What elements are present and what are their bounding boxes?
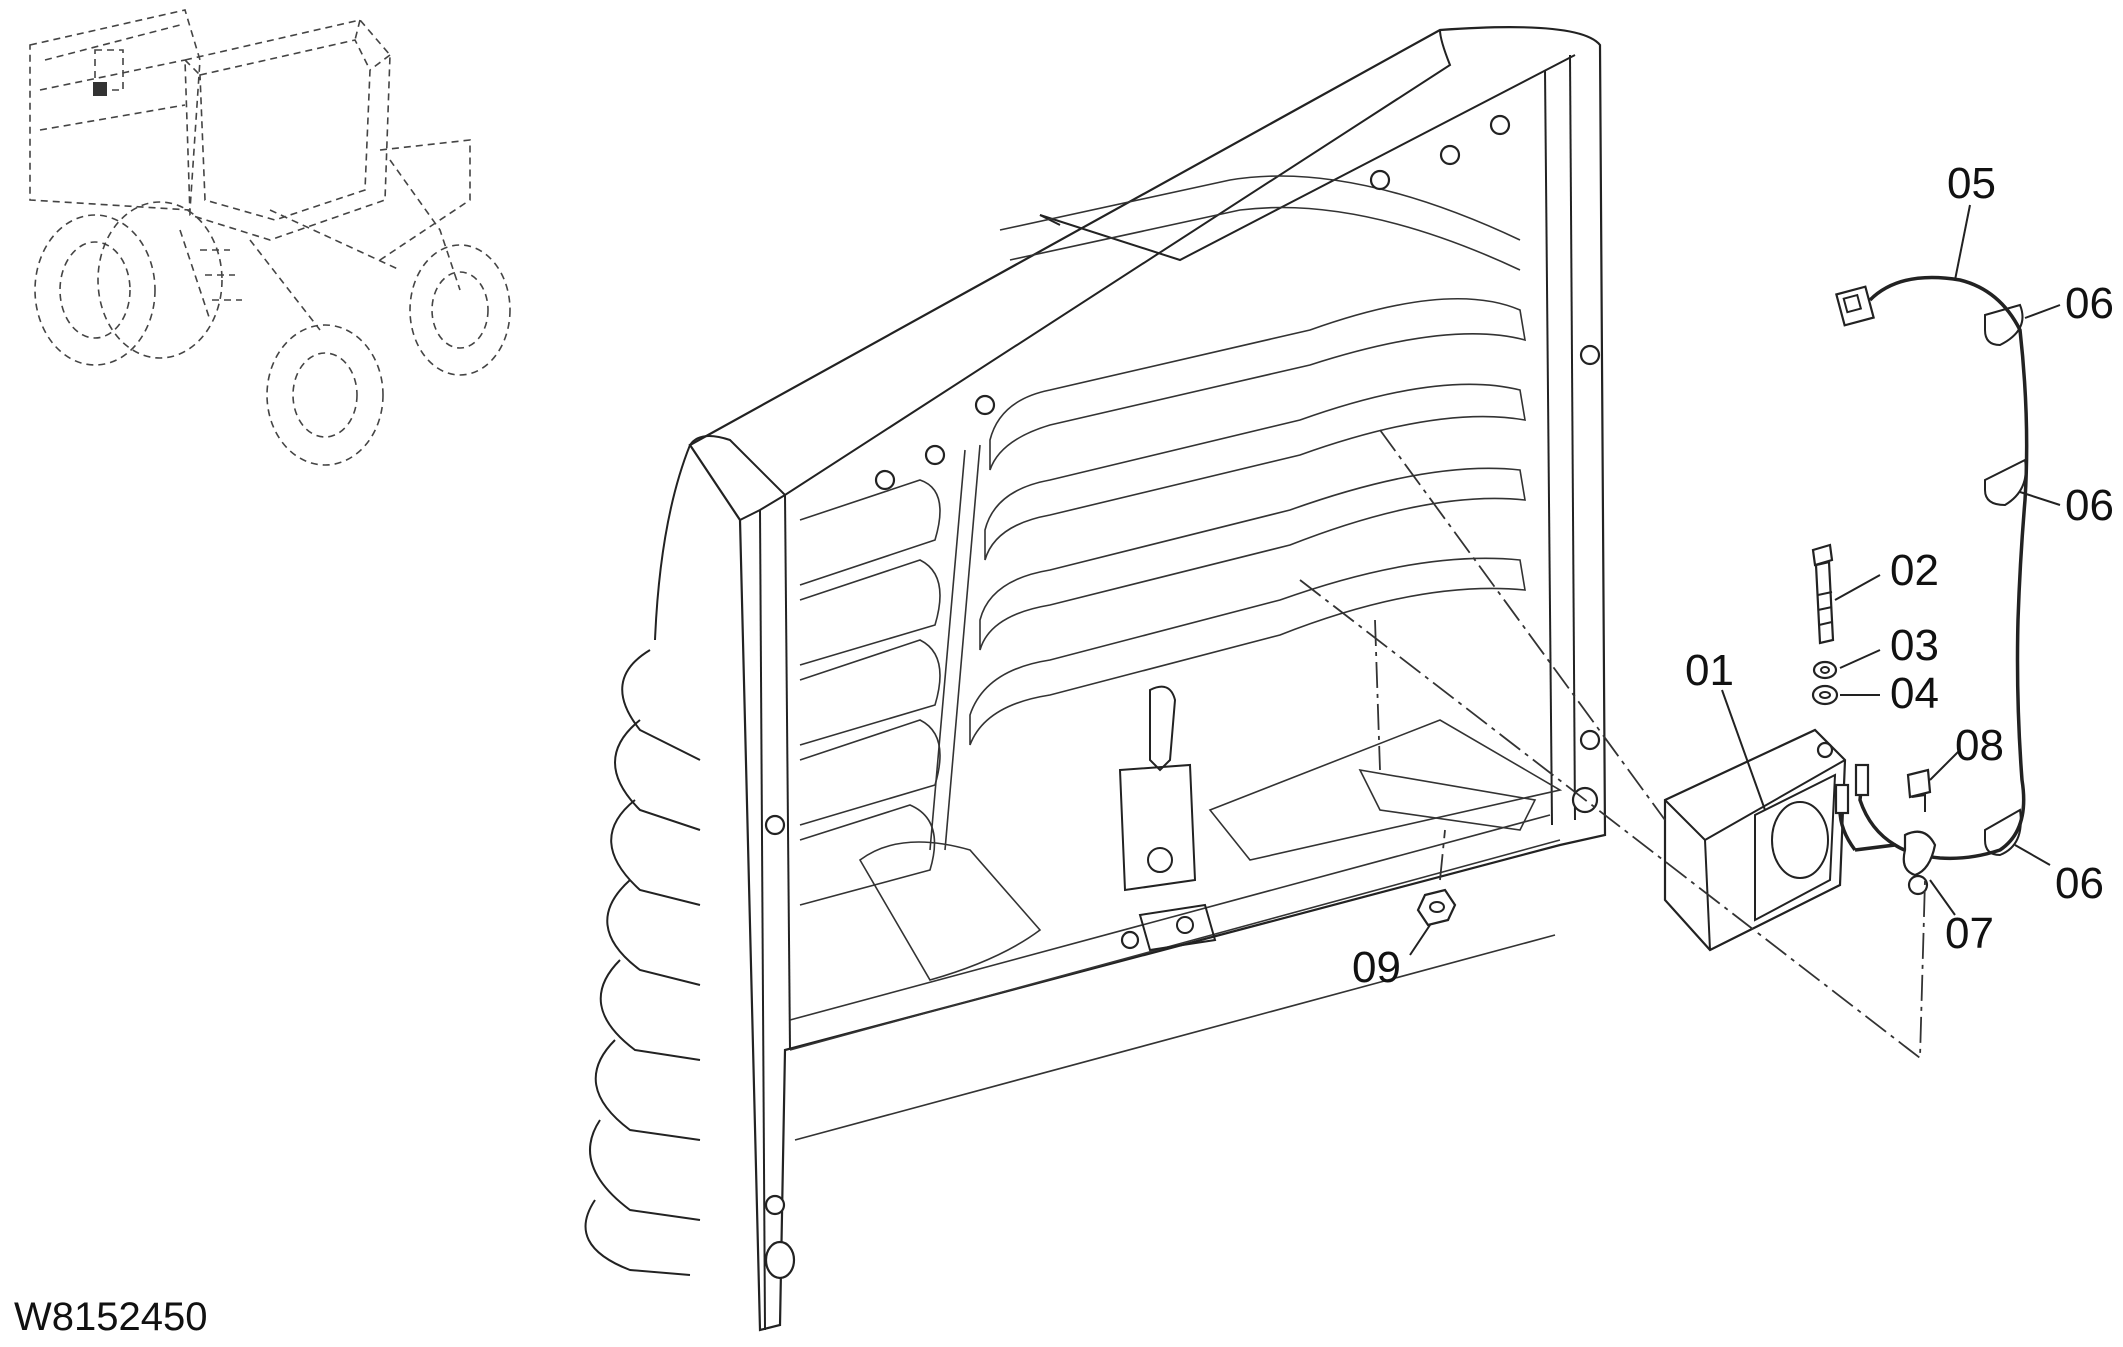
callout-02: 02	[1890, 546, 1939, 595]
drawing-code: W8152450	[14, 1295, 207, 1339]
part-09-nut	[1416, 888, 1457, 927]
callout-06-lower: 06	[2055, 859, 2104, 908]
callout-03: 03	[1890, 621, 1939, 670]
part-06-clip-upper	[1984, 303, 2024, 347]
part-03-washer	[1812, 660, 1838, 680]
callout-06-upper: 06	[2065, 279, 2114, 328]
machine-location-inset	[29, 9, 511, 466]
callout-01: 01	[1685, 646, 1734, 695]
part-04-washer	[1811, 684, 1839, 706]
callout-05: 05	[1947, 159, 1996, 208]
part-06-clip-lower	[1984, 808, 2022, 857]
part-06-clip-middle	[1984, 458, 2027, 507]
part-05-harness	[1834, 275, 2029, 861]
leader-lines	[1409, 204, 2061, 956]
part-07-clamp	[1902, 830, 1937, 896]
callout-08: 08	[1955, 721, 2004, 770]
assembly-lines	[1299, 429, 1926, 1060]
callout-07: 07	[1945, 909, 1994, 958]
part-01-box	[1663, 728, 1847, 952]
callout-04: 04	[1890, 669, 1939, 718]
grille-door-assembly	[584, 26, 1607, 1332]
callout-06-middle: 06	[2065, 481, 2114, 530]
part-08-bolt	[1906, 768, 1932, 812]
panel-bolts	[764, 114, 1601, 1280]
callout-labels: 01 02 03 04 05 06 06 06 07 08 09	[1352, 159, 2114, 992]
part-02-bolt	[1811, 543, 1835, 645]
callout-09: 09	[1352, 943, 1401, 992]
door-latch	[1118, 685, 1217, 952]
